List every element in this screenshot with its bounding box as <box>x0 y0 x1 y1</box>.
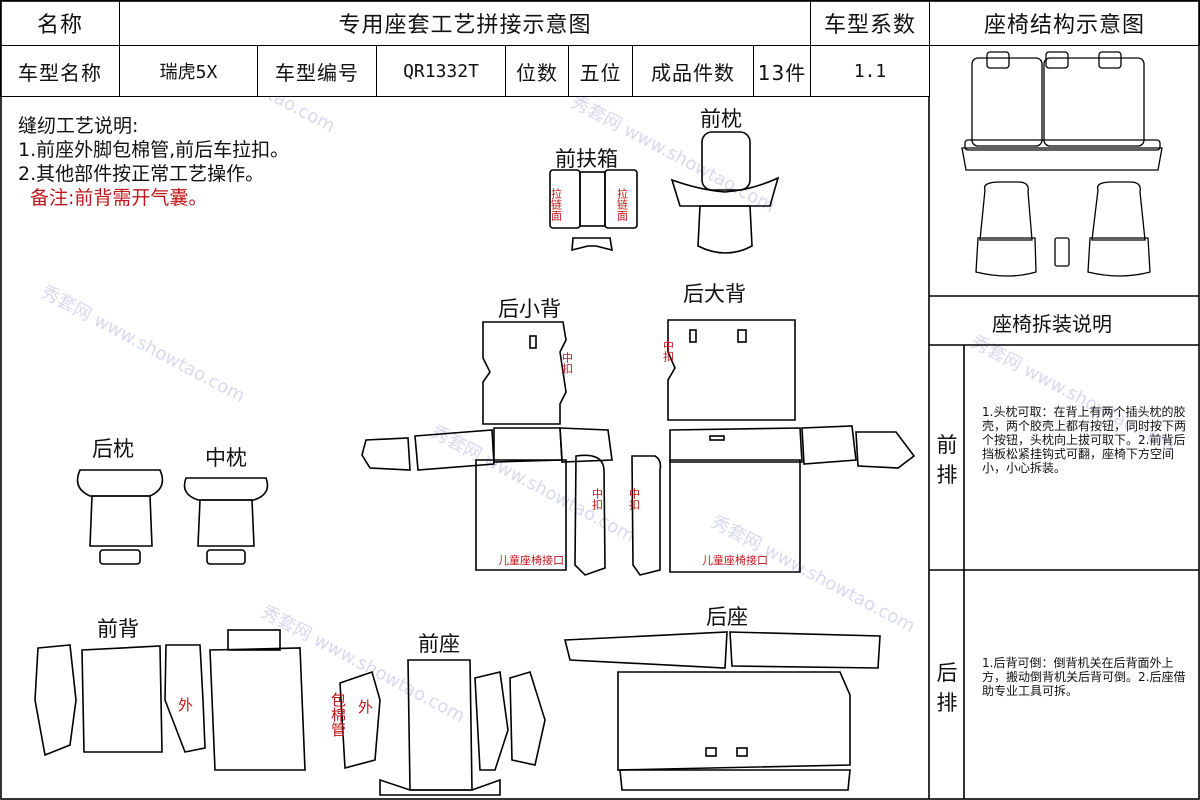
middle-buckle-annotation: 中扣 <box>591 488 604 511</box>
part-label-rear-big-back: 后大背 <box>683 282 746 306</box>
seat-structure-illustration <box>961 51 1163 277</box>
outer-annotation: 外 <box>358 698 373 716</box>
watermark-text: 秀套网 www.showtao.com <box>427 421 639 547</box>
front-row-label: 前排 <box>936 433 958 487</box>
rear-row-label: 后排 <box>936 661 958 715</box>
rear-seat-pattern <box>563 631 881 791</box>
part-label-rear-small-back: 后小背 <box>498 297 561 321</box>
mid-headrest-pattern <box>183 477 269 565</box>
model-code: QR1332T <box>376 45 506 97</box>
middle-buckle-annotation: 中扣 <box>628 488 641 511</box>
zipper-annotation: 拉链面 <box>616 187 629 221</box>
rear-headrest-pattern <box>76 469 164 565</box>
model-name: 瑞虎5X <box>119 45 258 97</box>
pieces-value: 13件 <box>753 45 811 97</box>
disassembly-title: 座椅拆装说明 <box>992 312 1112 336</box>
coef-label: 车型系数 <box>810 0 930 46</box>
part-label-rear-headrest: 后枕 <box>92 437 134 461</box>
seats-value: 五位 <box>568 45 633 97</box>
name-label: 名称 <box>0 0 120 46</box>
rear-row-instructions: 1.后背可倒：倒背机关在后背面外上方，搬动倒背机关后背可倒。2.后座借助专业工具… <box>982 656 1186 698</box>
part-label-front-armrest: 前扶箱 <box>555 147 618 171</box>
rear-small-back-pattern <box>361 321 613 576</box>
part-label-rear-seat: 后座 <box>706 605 748 629</box>
notes-title: 缝纫工艺说明: <box>18 115 139 137</box>
sewing-notes: 缝纫工艺说明: 1.前座外脚包棉管,前后车拉扣。 2.其他部件按正常工艺操作。 … <box>18 114 289 210</box>
part-label-mid-headrest: 中枕 <box>205 446 247 470</box>
rear-big-back-pattern <box>631 319 916 576</box>
front-armrest-pattern <box>549 169 638 252</box>
notes-line-2: 2.其他部件按正常工艺操作。 <box>18 163 265 185</box>
front-back-pattern <box>34 629 306 771</box>
front-row-instructions: 1.头枕可取：在背上有两个插头枕的胶壳，两个胶壳上都有按钮，同时按下两个按钮，头… <box>982 405 1187 475</box>
structure-title: 座椅结构示意图 <box>929 0 1200 46</box>
outer-annotation: 外 <box>178 696 193 714</box>
child-seat-annotation: 儿童座椅接口 <box>702 553 768 567</box>
coef-value: 1.1 <box>810 45 930 97</box>
diagram-title: 专用座套工艺拼接示意图 <box>119 0 811 46</box>
seats-label: 位数 <box>505 45 569 97</box>
model-name-label: 车型名称 <box>0 45 120 97</box>
pieces-label: 成品件数 <box>632 45 754 97</box>
middle-buckle-annotation: 中扣 <box>662 340 675 363</box>
zipper-annotation: 拉链面 <box>550 187 563 221</box>
cotton-tube-annotation: 包棉管 <box>329 692 347 737</box>
part-label-front-headrest: 前枕 <box>700 107 742 131</box>
child-seat-annotation: 儿童座椅接口 <box>498 553 564 567</box>
front-headrest-pattern <box>670 131 780 254</box>
watermark-text: 秀套网 www.showtao.com <box>37 281 249 407</box>
middle-buckle-annotation: 中扣 <box>561 352 574 375</box>
notes-line-1: 1.前座外脚包棉管,前后车拉扣。 <box>18 139 290 161</box>
part-label-front-seat: 前座 <box>418 632 460 656</box>
front-seat-pattern <box>339 659 546 796</box>
watermark-text: 秀套网 www.showtao.com <box>257 601 469 727</box>
model-code-label: 车型编号 <box>257 45 377 97</box>
part-label-front-back: 前背 <box>97 617 139 641</box>
notes-remark: 备注:前背需开气囊。 <box>30 187 208 209</box>
